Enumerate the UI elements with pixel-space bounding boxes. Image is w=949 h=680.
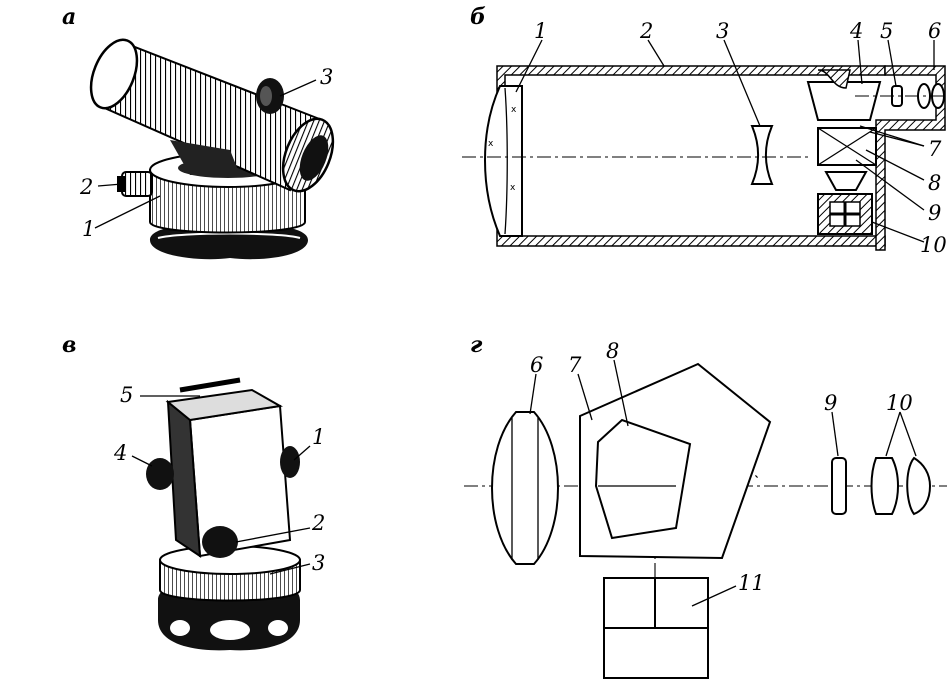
objective-lens <box>484 85 523 237</box>
label-b-10: 10 <box>920 233 947 257</box>
panel-g-optical-scheme <box>464 359 947 679</box>
label-a-1: 1 <box>82 217 95 241</box>
eyepiece-lens-b <box>870 457 899 515</box>
label-g-6: 6 <box>530 353 543 377</box>
panel-a-level-photo <box>89 38 335 260</box>
label-g-11: 11 <box>738 571 765 595</box>
eyepiece-lens-c <box>906 456 932 516</box>
eyepiece-lens-a <box>831 457 847 515</box>
label-a-3: 3 <box>320 65 333 89</box>
label-v-1: 1 <box>312 425 325 449</box>
objective-lens <box>491 411 559 565</box>
panel-letter-g: г <box>470 332 483 358</box>
panel-letter-v: в <box>62 332 76 358</box>
label-b-8: 8 <box>928 171 941 195</box>
label-b-4: 4 <box>849 19 863 43</box>
label-b-3: 3 <box>716 19 729 43</box>
label-g-10: 10 <box>886 391 913 415</box>
svg-text:x: x <box>510 183 516 193</box>
inner-prism <box>594 418 692 540</box>
side-knob <box>146 458 174 490</box>
label-v-4: 4 <box>113 441 127 465</box>
svg-text:x: x <box>488 139 494 149</box>
label-v-3: 3 <box>312 551 325 575</box>
base-plate <box>150 224 308 260</box>
panel-v-level-photo <box>131 377 311 651</box>
label-g-7: 7 <box>568 353 582 377</box>
label-g-9: 9 <box>824 391 837 415</box>
label-b-6: 6 <box>928 19 941 43</box>
label-b-7: 7 <box>928 137 942 161</box>
label-b-9: 9 <box>928 201 941 225</box>
svg-text:x: x <box>511 105 517 115</box>
telescope-tube <box>89 38 335 193</box>
label-v-5: 5 <box>120 383 133 407</box>
label-g-8: 8 <box>606 339 619 363</box>
label-v-2: 2 <box>311 511 325 535</box>
label-b-1: 1 <box>534 19 547 43</box>
label-b-5: 5 <box>880 19 893 43</box>
focusing-knob <box>256 78 284 114</box>
panel-b-section: x x x <box>462 39 947 251</box>
panel-letter-a: а <box>62 4 76 30</box>
label-a-2: 2 <box>79 175 93 199</box>
leveling-screw <box>117 171 153 197</box>
labels: а 1 2 3 б 1 2 3 4 5 6 7 8 9 10 в 1 2 3 4… <box>62 4 947 595</box>
label-b-2: 2 <box>639 19 653 43</box>
focusing-lens <box>750 125 774 185</box>
panel-letter-b: б <box>470 4 486 30</box>
